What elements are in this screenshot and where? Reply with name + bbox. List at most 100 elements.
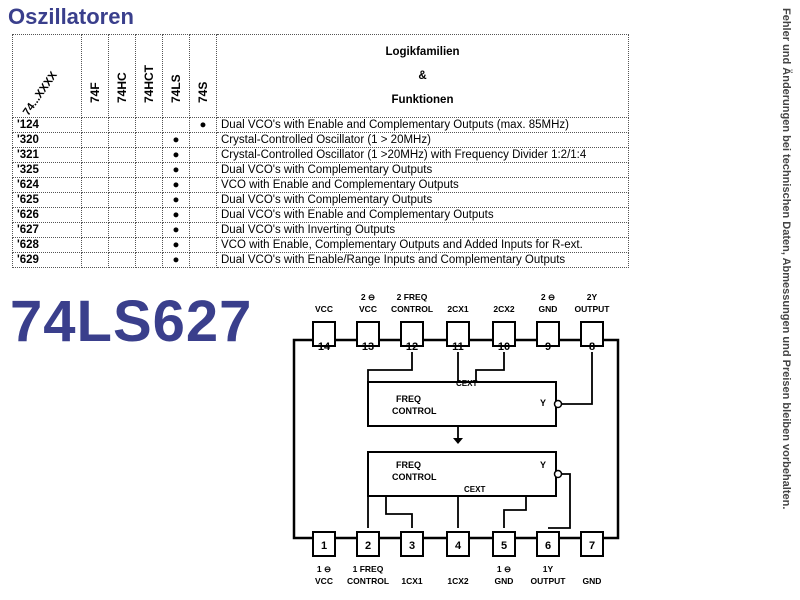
family-mark bbox=[135, 132, 163, 148]
wire bbox=[560, 352, 593, 405]
row-description: Crystal-Controlled Oscillator (1 > 20MHz… bbox=[216, 132, 629, 148]
functions-header: Logikfamilien & Funktionen bbox=[216, 34, 629, 118]
bottom-pin-box bbox=[536, 531, 560, 557]
bottom-pin-label: GND bbox=[495, 576, 514, 586]
family-mark bbox=[135, 237, 163, 253]
corner-label: 74...XXXX bbox=[20, 69, 60, 119]
family-mark bbox=[108, 207, 136, 223]
family-mark bbox=[135, 162, 163, 178]
table-row: '624 ● VCO with Enable and Complementary O… bbox=[12, 177, 629, 193]
bottom-pin-number: 5 bbox=[501, 540, 507, 552]
bottom-pin-label: 1Y bbox=[543, 564, 554, 574]
table-header-row: 74...XXXX 74F 74HC 74HCT 74LS 74S Logikf… bbox=[12, 34, 629, 119]
family-mark bbox=[189, 147, 217, 163]
family-mark: ● bbox=[162, 207, 190, 223]
top-pin-box bbox=[400, 321, 424, 347]
row-code: '624 bbox=[12, 177, 82, 193]
row-code: '124 bbox=[12, 117, 82, 133]
row-code: '626 bbox=[12, 207, 82, 223]
bottom-pin-box bbox=[580, 531, 604, 557]
wire bbox=[475, 352, 505, 382]
bottom-pin-label: OUTPUT bbox=[531, 576, 567, 586]
table-row: '325●Dual VCO's with Complementary Outpu… bbox=[12, 162, 629, 178]
block-label: FREQ bbox=[396, 460, 421, 470]
row-code: '321 bbox=[12, 147, 82, 163]
family-mark: ● bbox=[162, 192, 190, 208]
bottom-pin-box bbox=[400, 531, 424, 557]
top-pin-label: OUTPUT bbox=[575, 304, 611, 314]
top-pin-number: 14 bbox=[318, 341, 331, 353]
family-mark: ● bbox=[162, 237, 190, 253]
family-mark bbox=[108, 237, 136, 253]
top-pin-number: 8 bbox=[589, 341, 595, 353]
table-row: '320●Crystal-Controlled Oscillator (1 > … bbox=[12, 132, 629, 148]
row-description: Dual VCO's with Enable and Complementary… bbox=[216, 117, 629, 133]
family-mark bbox=[135, 177, 163, 193]
top-pin-number: 12 bbox=[406, 341, 418, 353]
top-pin-number: 9 bbox=[545, 341, 551, 353]
top-pin-number: 11 bbox=[452, 341, 464, 353]
family-mark bbox=[135, 207, 163, 223]
family-mark bbox=[81, 222, 109, 238]
family-mark bbox=[108, 132, 136, 148]
family-mark bbox=[189, 237, 217, 253]
family-mark bbox=[81, 117, 109, 133]
family-header: 74F bbox=[81, 34, 109, 118]
family-mark: ● bbox=[162, 162, 190, 178]
wire bbox=[367, 352, 413, 400]
header-line: & bbox=[418, 70, 427, 82]
block-label: FREQ bbox=[396, 394, 421, 404]
wire bbox=[503, 496, 527, 528]
family-label: 74F bbox=[88, 82, 102, 103]
top-pin-label: GND bbox=[539, 304, 558, 314]
bottom-pin-box bbox=[492, 531, 516, 557]
upper-vco-block bbox=[367, 381, 557, 427]
family-mark: ● bbox=[162, 147, 190, 163]
table-row: '626 ● Dual VCO's with Enable and Compleme… bbox=[12, 207, 629, 223]
family-mark bbox=[135, 192, 163, 208]
family-mark bbox=[81, 192, 109, 208]
top-pin-label: 2 ⊖ bbox=[361, 292, 375, 302]
bottom-pin-number: 2 bbox=[365, 540, 371, 552]
page-title: Oszillatoren bbox=[8, 4, 134, 29]
cext-label: CEXT bbox=[464, 485, 485, 494]
bottom-pin-label: 1 FREQ bbox=[353, 564, 384, 574]
logic-family-table: 74...XXXX 74F 74HC 74HCT 74LS 74S Logikf… bbox=[12, 34, 629, 268]
bottom-pin-number: 1 bbox=[321, 540, 327, 552]
bottom-pin-number: 6 bbox=[545, 540, 551, 552]
family-mark: ● bbox=[162, 177, 190, 193]
family-mark bbox=[189, 207, 217, 223]
bottom-pin-label: 1 ⊖ bbox=[317, 564, 331, 574]
top-pin-box bbox=[312, 321, 336, 347]
top-pin-label: 2CX1 bbox=[447, 304, 469, 314]
family-mark bbox=[81, 162, 109, 178]
y-label: Y bbox=[540, 398, 546, 408]
bottom-pin-number: 7 bbox=[589, 540, 595, 552]
row-description: Dual VCO's with Complementary Outputs bbox=[216, 162, 629, 178]
top-pin-label: 2Y bbox=[587, 292, 598, 302]
top-pin-box bbox=[536, 321, 560, 347]
block-label: CONTROL bbox=[392, 406, 437, 416]
family-header: 74S bbox=[189, 34, 217, 118]
row-description: Dual VCO's with Enable and Complementary… bbox=[216, 207, 629, 223]
family-mark bbox=[108, 222, 136, 238]
family-mark bbox=[81, 237, 109, 253]
top-pin-box bbox=[492, 321, 516, 347]
family-mark bbox=[108, 117, 136, 133]
y-label: Y bbox=[540, 460, 546, 470]
bottom-pin-box bbox=[446, 531, 470, 557]
family-mark bbox=[108, 252, 136, 268]
family-mark bbox=[108, 147, 136, 163]
row-code: '627 bbox=[12, 222, 82, 238]
family-header: 74HCT bbox=[135, 34, 163, 118]
cext-label: CEXT bbox=[456, 379, 477, 388]
family-mark bbox=[135, 252, 163, 268]
row-description: Crystal-Controlled Oscillator (1 >20MHz)… bbox=[216, 147, 629, 163]
row-description: VCO with Enable and Complementary Output… bbox=[216, 177, 629, 193]
table-row: '628●VCO with Enable, Complementary Outp… bbox=[12, 237, 629, 253]
row-description: Dual VCO's with Inverting Outputs bbox=[216, 222, 629, 238]
top-pin-box bbox=[356, 321, 380, 347]
family-mark bbox=[81, 132, 109, 148]
arrow-head bbox=[453, 438, 463, 444]
